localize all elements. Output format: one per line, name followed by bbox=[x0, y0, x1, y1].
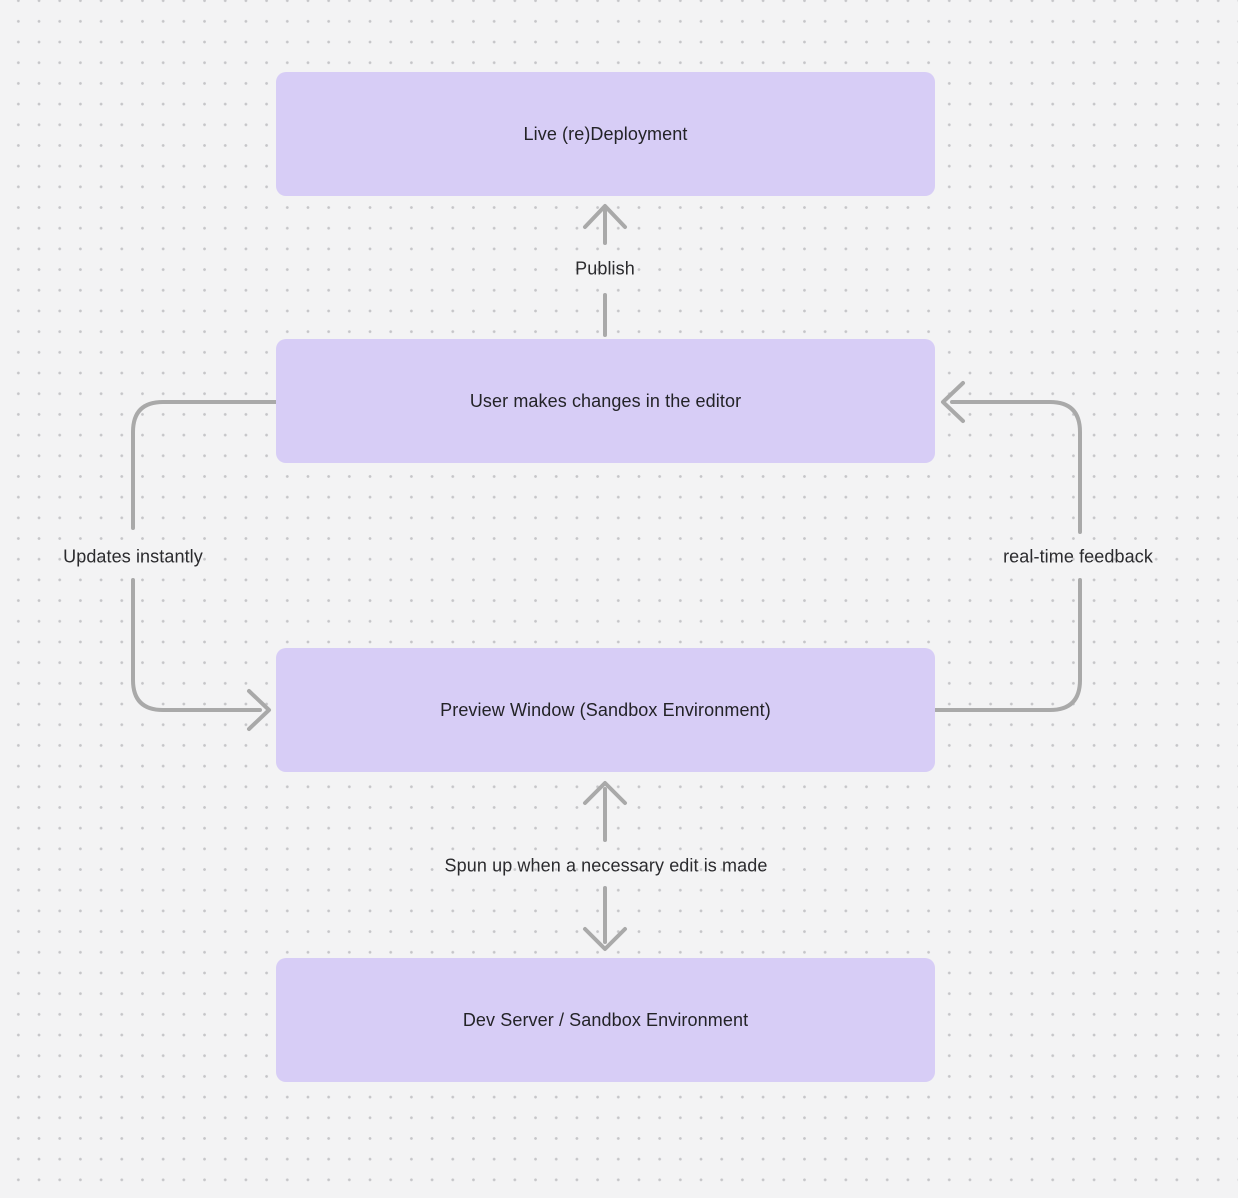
arrow-updates-segment-lower bbox=[131, 578, 262, 712]
arrow-publish-head-up-icon bbox=[583, 204, 627, 229]
arrow-updates-instantly bbox=[131, 400, 278, 731]
node-editor: User makes changes in the editor bbox=[276, 339, 935, 463]
arrow-feedback-segment-upper bbox=[950, 400, 1082, 534]
edge-label-updates-instantly: Updates instantly bbox=[63, 546, 203, 567]
arrow-spun-up bbox=[583, 781, 627, 951]
edge-label-spun-up: Spun up when a necessary edit is made bbox=[444, 855, 768, 876]
arrow-publish bbox=[583, 204, 627, 337]
arrow-realtime-feedback bbox=[933, 381, 1082, 712]
node-live-deployment: Live (re)Deployment bbox=[276, 72, 935, 196]
edge-label-realtime-feedback: real-time feedback bbox=[1003, 546, 1153, 567]
node-dev-server: Dev Server / Sandbox Environment bbox=[276, 958, 935, 1082]
arrow-feedback-head-left-icon bbox=[941, 381, 965, 423]
arrow-feedback-segment-lower bbox=[933, 578, 1082, 712]
node-editor-label: User makes changes in the editor bbox=[469, 390, 742, 411]
node-preview-window: Preview Window (Sandbox Environment) bbox=[276, 648, 935, 772]
edge-label-publish: Publish bbox=[575, 258, 635, 279]
node-dev-server-label: Dev Server / Sandbox Environment bbox=[462, 1009, 749, 1030]
arrow-updates-segment-upper bbox=[131, 400, 278, 530]
arrow-spun-head-down-icon bbox=[583, 927, 627, 951]
node-preview-window-label: Preview Window (Sandbox Environment) bbox=[440, 699, 771, 720]
arrow-spun-head-up-icon bbox=[583, 781, 627, 805]
arrow-updates-head-right-icon bbox=[247, 689, 271, 731]
node-live-deployment-label: Live (re)Deployment bbox=[523, 123, 688, 144]
